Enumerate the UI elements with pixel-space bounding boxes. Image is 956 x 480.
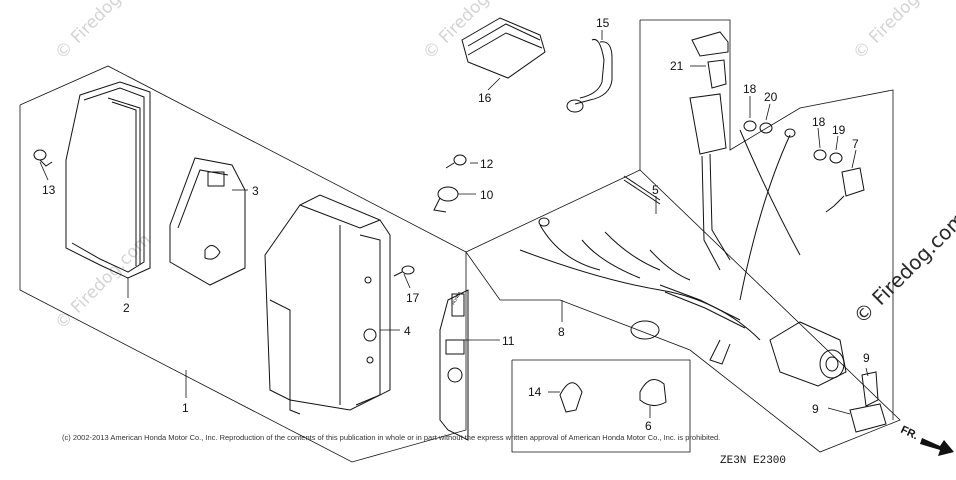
- watermark-bottom-left: © Firedog.com: [51, 230, 155, 334]
- band-part-6: [639, 379, 667, 406]
- callout-9a: 9: [863, 351, 870, 365]
- callout-3: 3: [252, 184, 259, 198]
- callout-10: 10: [480, 188, 494, 202]
- callout-7: 7: [852, 137, 859, 151]
- terminal-part-9: [849, 371, 887, 433]
- callout-19: 19: [832, 123, 846, 137]
- control-box-assembly-outline: [19, 65, 467, 463]
- diagram-code: ZE3N E2300: [720, 455, 786, 467]
- callout-8: 8: [558, 325, 565, 339]
- callout-13: 13: [42, 183, 56, 197]
- clip-part-14: [559, 382, 583, 413]
- callout-labels: 1 2 3 4 5 6 7 8 9 9 10 11 12 13 14 15 16…: [42, 16, 870, 433]
- watermark-top-left: © Firedog.com: [51, 0, 155, 64]
- wire-harness-part-8: [519, 128, 801, 365]
- watermark-top-right: © Firedog.com: [849, 0, 953, 64]
- screw-part-13: [33, 149, 53, 167]
- callout-6: 6: [645, 419, 652, 433]
- screw-part-17: [393, 265, 415, 277]
- callout-5: 5: [652, 183, 659, 197]
- callout-4: 4: [404, 324, 411, 338]
- wire-clamp-part-15: [566, 38, 613, 113]
- terminal-part-7: [825, 167, 865, 213]
- callout-21: 21: [670, 59, 684, 73]
- switch-assembly: [769, 321, 847, 387]
- front-direction-indicator: FR.: [899, 424, 954, 456]
- callout-18b: 18: [812, 115, 826, 129]
- callout-17: 17: [406, 291, 420, 305]
- watermark-right: © Firedog.com: [849, 206, 956, 328]
- front-direction-arrow-icon: [920, 438, 954, 456]
- callout-9b: 9: [812, 402, 819, 416]
- callout-15: 15: [596, 16, 610, 30]
- bracket-part-3: [169, 157, 246, 286]
- callout-1: 1: [182, 401, 189, 415]
- bolt-part-12: [445, 154, 467, 169]
- control-box-part-4: [264, 194, 391, 415]
- callout-20: 20: [764, 90, 778, 104]
- rod-part-5: [623, 175, 661, 205]
- copyright-notice: (c) 2002-2013 American Honda Motor Co., …: [62, 433, 720, 442]
- wire-harness-outline: [465, 19, 901, 453]
- callout-2: 2: [123, 301, 130, 315]
- callout-18a: 18: [743, 82, 757, 96]
- plate-brand-text: HONDA: [451, 290, 463, 305]
- leader-lines: [39, 30, 869, 418]
- callout-14: 14: [528, 385, 542, 399]
- grommet-small: [630, 320, 660, 340]
- callout-11: 11: [502, 334, 515, 348]
- grommet-part-16: [461, 17, 546, 79]
- callout-16: 16: [478, 91, 492, 105]
- callout-12: 12: [480, 157, 494, 171]
- watermark-top-center: © Firedog.com: [419, 0, 523, 64]
- nuts-part-18-20: [743, 120, 843, 164]
- plate-part-11: HONDA: [439, 289, 469, 441]
- clip-part-10: [433, 186, 459, 213]
- fuse-holder-part-21: [689, 31, 731, 271]
- front-direction-label: FR.: [899, 424, 920, 442]
